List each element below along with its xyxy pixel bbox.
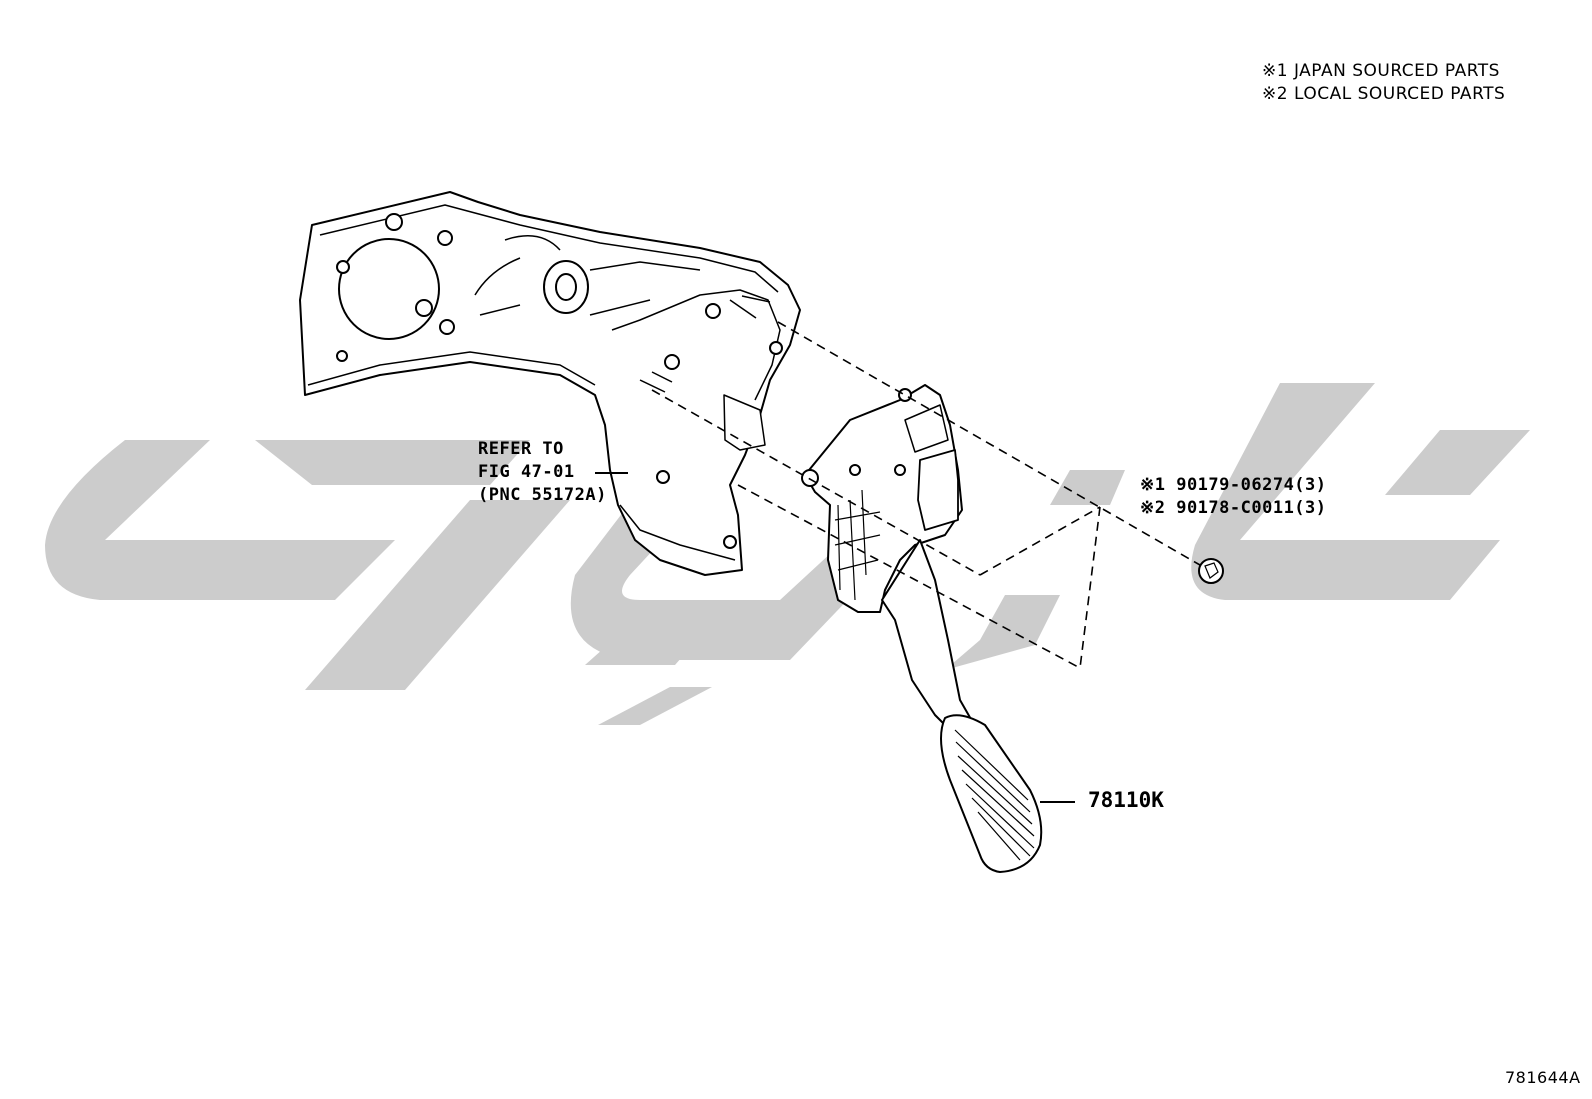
- bolt-illustration: [1198, 558, 1224, 584]
- illustration-number: 781644A: [1505, 1068, 1581, 1087]
- refer-line-3: (PNC 55172A): [478, 485, 607, 505]
- refer-line-1: REFER TO: [478, 439, 564, 459]
- leader-lines: [595, 472, 1075, 803]
- bolt-part-japan: ※1 90179-06274(3): [1140, 475, 1327, 495]
- refer-to-label: REFER TO FIG 47-01 (PNC 55172A): [478, 438, 607, 507]
- legend-note-japan-sourced: ※1 JAPAN SOURCED PARTS: [1262, 61, 1500, 81]
- legend-block: ※1 JAPAN SOURCED PARTS ※2 LOCAL SOURCED …: [1262, 60, 1505, 106]
- alignment-dashed-lines: [651, 321, 1201, 669]
- accelerator-pedal-illustration: [801, 384, 1043, 873]
- legend-note-local-sourced: ※2 LOCAL SOURCED PARTS: [1262, 84, 1506, 104]
- pedal-part-number: 78110K: [1088, 788, 1164, 812]
- watermark-logo: [45, 383, 1530, 725]
- bolt-part-local: ※2 90178-C0011(3): [1140, 498, 1327, 518]
- pedal-bracket-illustration: [299, 191, 801, 576]
- bolt-part-callout: ※1 90179-06274(3) ※2 90178-C0011(3): [1140, 474, 1327, 520]
- refer-line-2: FIG 47-01: [478, 462, 575, 482]
